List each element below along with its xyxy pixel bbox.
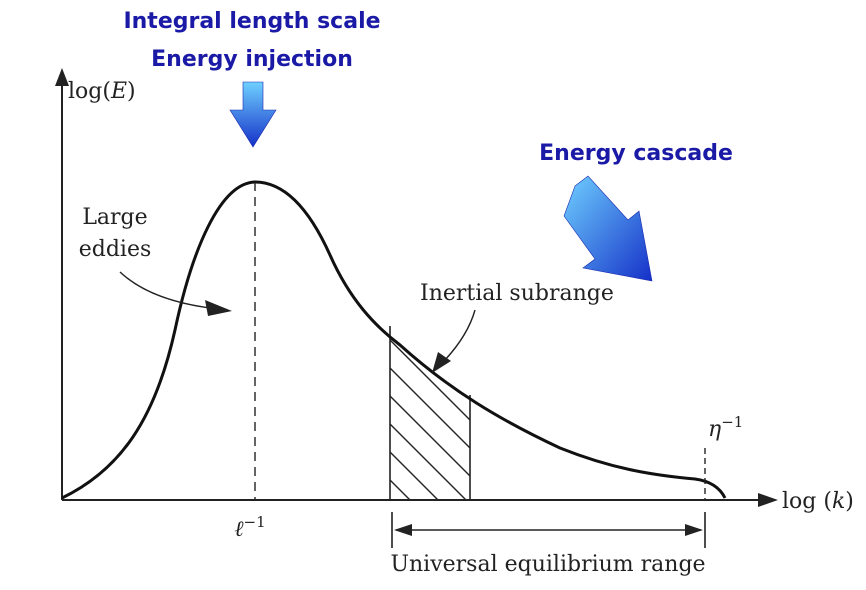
eta-inverse-label: η−1 (708, 413, 743, 442)
axes (61, 80, 760, 501)
y-axis-label: log(E) (68, 79, 136, 104)
inertial-subrange-label: Inertial subrange (420, 281, 614, 306)
energy-spectrum-curve (61, 180, 727, 500)
universal-range-bracket (391, 512, 706, 548)
callout-energy-injection: Energy injection (151, 47, 353, 72)
y-axis-arrowhead (55, 68, 69, 86)
inertial-subrange-bounds (389, 326, 471, 500)
callout-integral-length-scale: Integral length scale (123, 9, 380, 34)
inertial-subrange-pointer-head (432, 352, 451, 373)
callout-energy-cascade: Energy cascade (539, 141, 733, 166)
large-eddies-label-2: eddies (79, 237, 152, 262)
ell-inverse-label: ℓ−1 (234, 513, 265, 542)
large-eddies-label: Large (82, 205, 147, 230)
down-arrow-icon (229, 81, 277, 148)
universal-range-label: Universal equilibrium range (390, 552, 705, 577)
large-eddies-pointer-head (205, 300, 232, 316)
inertial-subrange-hatch (390, 326, 470, 500)
diagonal-arrow-icon (563, 175, 653, 282)
universal-range-arrow-right (685, 524, 703, 536)
inertial-subrange-pointer (444, 309, 476, 361)
x-axis-label: log (k) (782, 489, 854, 514)
universal-range-arrow-left (394, 524, 412, 536)
x-axis-arrowhead (758, 493, 778, 507)
large-eddies-pointer (119, 271, 211, 309)
